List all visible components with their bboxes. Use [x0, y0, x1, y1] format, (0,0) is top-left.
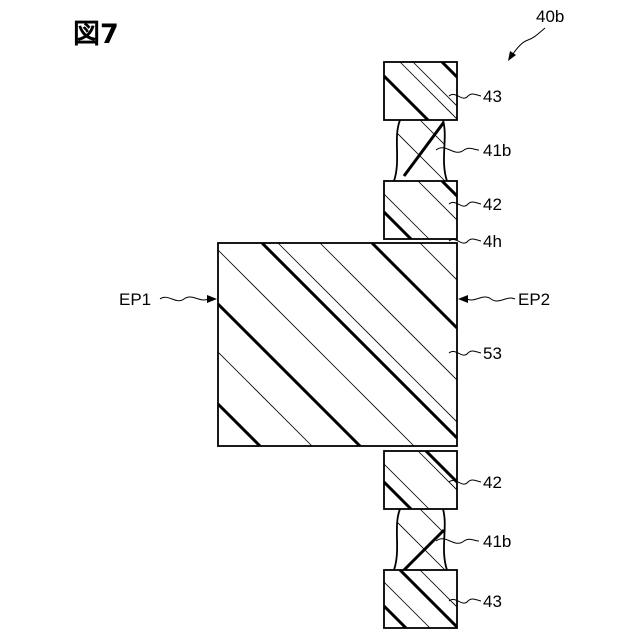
assembly-arrow	[508, 28, 545, 61]
label-ep1: EP1	[119, 290, 151, 309]
figure-title: 図7	[73, 19, 119, 50]
ep1-arrow	[160, 295, 217, 303]
label-53: 53	[483, 344, 502, 363]
main-body-53	[218, 243, 623, 446]
label-42-bottom: 42	[483, 473, 502, 492]
lower-electrode-43	[384, 570, 478, 628]
label-4h: 4h	[483, 232, 502, 251]
lower-wire-41b	[384, 509, 486, 575]
upper-wire-41b	[384, 120, 486, 186]
label-40b: 40b	[536, 7, 564, 26]
label-42-top: 42	[483, 195, 502, 214]
label-43-top: 43	[483, 87, 502, 106]
leader-lines	[436, 94, 481, 603]
lower-pad-42	[384, 451, 484, 509]
ep2-arrow	[458, 295, 515, 303]
label-43-bottom: 43	[483, 592, 502, 611]
label-ep2: EP2	[518, 290, 550, 309]
label-41b-bottom: 41b	[483, 532, 511, 551]
label-41b-top: 41b	[483, 141, 511, 160]
